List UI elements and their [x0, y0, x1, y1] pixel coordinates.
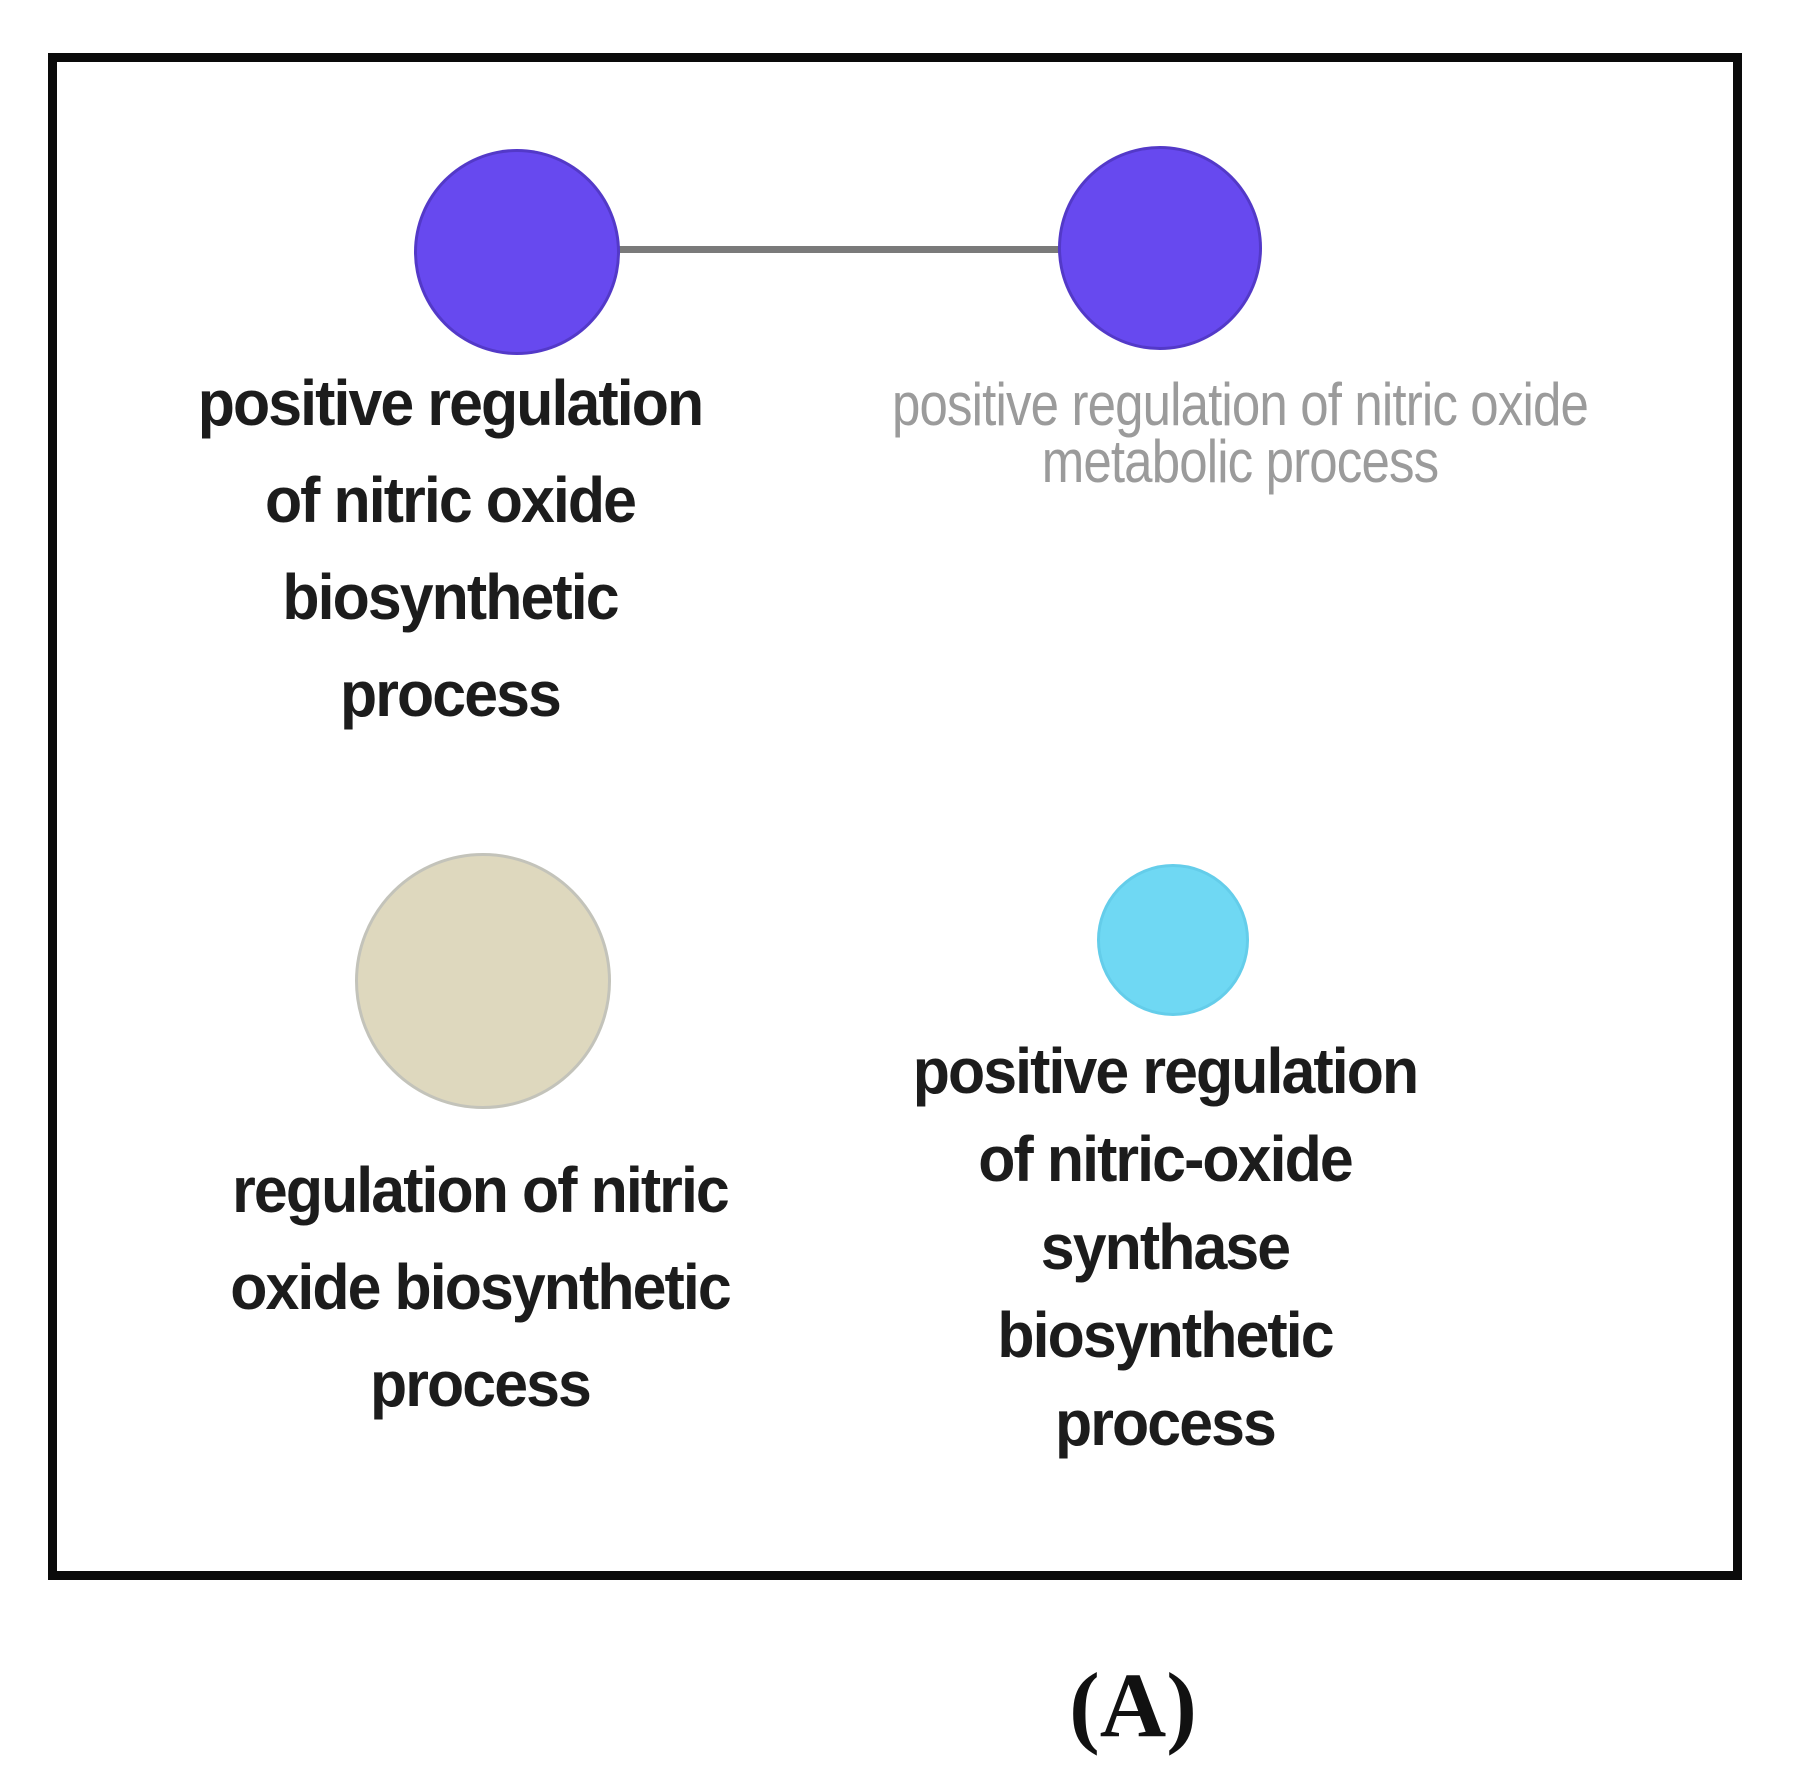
node-label: positive regulation of nitric-oxide synt…	[912, 1027, 1419, 1467]
node-positive-regulation-of-nitric-oxide-synthase-biosynthetic-process	[1097, 864, 1249, 1016]
node-regulation-of-nitric-oxide-biosynthetic-process	[355, 853, 611, 1109]
node-positive-regulation-of-nitric-oxide-metabolic-process	[1058, 146, 1262, 350]
node-label-line: oxide biosynthetic	[230, 1251, 731, 1323]
node-label-line: biosynthetic	[282, 561, 619, 633]
node-label-line: of nitric-oxide	[978, 1123, 1353, 1195]
node-label-line: metabolic process	[1041, 428, 1439, 495]
node-label-line: process	[340, 658, 562, 730]
node-positive-regulation-of-nitric-oxide-biosynthetic-process	[414, 149, 620, 355]
node-label: regulation of nitric oxide biosynthetic …	[230, 1142, 731, 1433]
node-label-line: process	[370, 1348, 592, 1420]
node-label-line: regulation of nitric	[232, 1154, 730, 1226]
node-label-line: positive regulation of nitric oxide	[892, 371, 1589, 438]
node-label-line: positive regulation	[197, 367, 704, 439]
node-label-deemphasized: positive regulation of nitric oxide meta…	[892, 371, 1589, 495]
network-plot-frame	[48, 53, 1742, 1580]
panel-caption: (A)	[1069, 1654, 1197, 1756]
node-label-line: synthase	[1040, 1211, 1291, 1283]
node-label-line: positive regulation	[912, 1035, 1419, 1107]
node-label-line: of nitric oxide	[264, 464, 637, 536]
node-label-line: biosynthetic	[997, 1299, 1334, 1371]
network-edge	[517, 246, 1160, 253]
node-label-line: process	[1055, 1387, 1277, 1459]
node-label: positive regulation of nitric oxide bios…	[197, 355, 704, 743]
